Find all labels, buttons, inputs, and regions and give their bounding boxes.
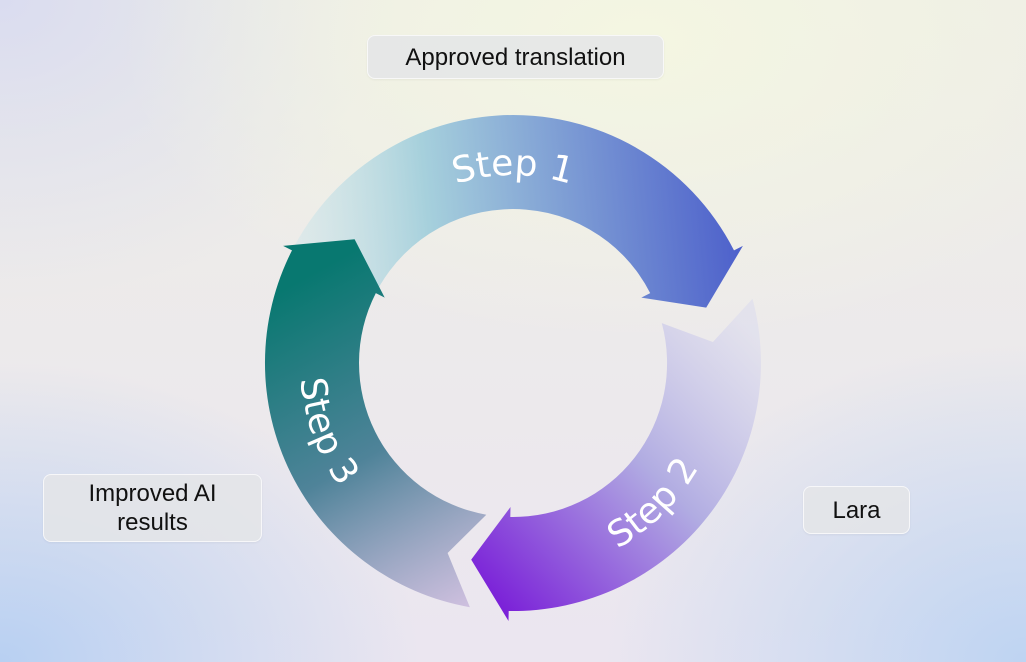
lara-text: Lara [832, 496, 881, 524]
improved-ai-results-text: Improved AI results [88, 480, 217, 536]
step-1-arrow [280, 115, 743, 311]
approved-translation-text: Approved translation [405, 43, 626, 71]
lara-label: Lara [803, 486, 910, 534]
step-3-arrow [264, 239, 487, 608]
improved-ai-results-label: Improved AI results [43, 474, 262, 542]
step-2-arrow [471, 298, 761, 621]
approved-translation-label: Approved translation [367, 35, 664, 79]
